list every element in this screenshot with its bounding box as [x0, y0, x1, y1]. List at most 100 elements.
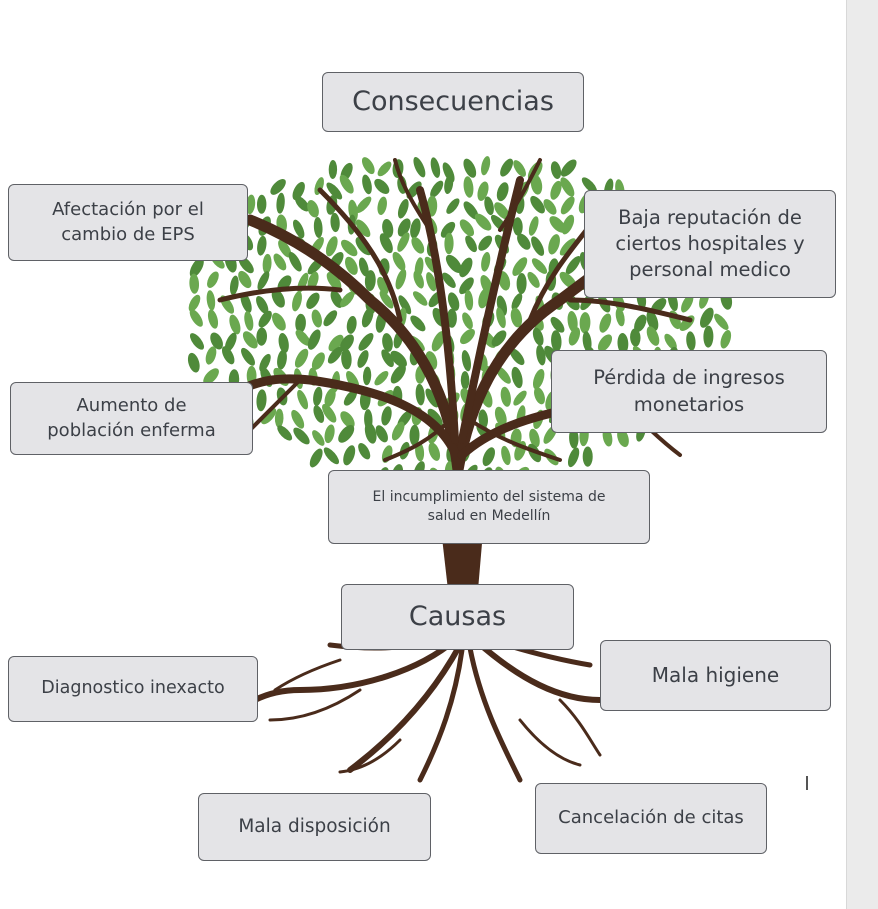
leaf-230: [496, 307, 506, 329]
leaf-396: [375, 425, 388, 443]
leaf-341: [297, 389, 309, 410]
leaf-296: [536, 344, 546, 366]
leaf-103: [465, 235, 477, 253]
leaf-55: [560, 196, 575, 215]
leaf-53: [530, 195, 545, 214]
leaf-100: [411, 237, 425, 254]
leaf-199: [511, 293, 523, 310]
leaf-162: [426, 272, 437, 292]
leaf-192: [398, 295, 412, 315]
leaf-393: [324, 424, 335, 444]
leaf-286: [357, 350, 369, 368]
leaf-423: [501, 445, 511, 466]
leaf-391: [293, 427, 310, 445]
leaf-33: [581, 177, 597, 194]
leaf-11: [513, 160, 526, 177]
leaf-209: [681, 294, 694, 313]
leaf-412: [309, 448, 323, 468]
cause-poor-hygiene: Mala higiene: [600, 640, 831, 711]
leaf-405: [529, 428, 540, 448]
leaf-414: [343, 445, 356, 466]
leaf-275: [720, 330, 732, 349]
leaf-213: [207, 309, 219, 329]
leaf-21: [374, 178, 390, 194]
leaf-0: [328, 160, 338, 179]
leaf-20: [362, 174, 372, 195]
leaf-9: [481, 156, 491, 176]
leaf-168: [527, 271, 540, 288]
leaf-38: [276, 192, 285, 214]
leaf-376: [427, 408, 443, 427]
consequences-heading: Consecuencias: [322, 72, 584, 132]
vertical-scrollbar[interactable]: [846, 0, 878, 909]
leaf-96: [341, 239, 358, 257]
leaf-156: [326, 271, 342, 290]
leaf-272: [664, 333, 677, 350]
leaf-348: [415, 383, 425, 406]
leaf-353: [500, 386, 511, 407]
leaf-255: [382, 333, 393, 352]
consequence-eps-change: Afectación por el cambio de EPS: [8, 184, 248, 261]
leaf-186: [292, 291, 302, 312]
leaf-127: [358, 257, 369, 277]
leaf-184: [256, 295, 269, 314]
leaf-187: [306, 292, 320, 309]
leaf-189: [340, 291, 355, 308]
leaf-193: [412, 291, 428, 306]
root-3: [467, 645, 523, 783]
branch-14: [383, 418, 452, 462]
leaf-13: [550, 161, 562, 179]
leaf-30: [530, 174, 543, 195]
leaf-2: [361, 157, 375, 175]
leaf-80: [549, 216, 566, 233]
leaf-270: [630, 328, 641, 347]
leaf-244: [189, 333, 205, 350]
leaf-66: [313, 217, 323, 238]
leaf-133: [459, 257, 473, 278]
cause-poor-disposition: Mala disposición: [198, 793, 431, 861]
leaf-324: [495, 366, 511, 384]
leaf-149: [207, 271, 219, 288]
leaf-369: [313, 405, 325, 423]
leaf-71: [397, 218, 411, 237]
leaf-326: [532, 368, 545, 390]
leaf-167: [516, 273, 527, 294]
leaf-419: [428, 442, 441, 461]
leaf-67: [330, 212, 340, 233]
leaf-239: [646, 310, 659, 331]
leaf-160: [395, 268, 407, 290]
branch-6: [317, 187, 403, 323]
cause-inaccurate-diagnosis: Diagnostico inexacto: [8, 656, 258, 722]
leaf-262: [491, 330, 507, 347]
leaf-395: [364, 422, 377, 444]
leaf-222: [361, 307, 374, 328]
leaf-122: [273, 253, 287, 271]
leaf-282: [294, 348, 309, 368]
leaf-217: [272, 312, 286, 331]
leaf-253: [340, 334, 354, 352]
leaf-43: [356, 196, 372, 213]
leaf-72: [410, 218, 421, 239]
leaf-274: [703, 325, 714, 348]
leaf-28: [496, 182, 509, 202]
cause-appointment-cancellation: Cancelación de citas: [535, 783, 767, 854]
leaf-271: [646, 326, 660, 346]
leaf-246: [224, 332, 237, 352]
leaf-279: [241, 347, 255, 366]
leaf-137: [531, 258, 548, 274]
leaf-25: [444, 174, 454, 195]
leaf-394: [338, 425, 355, 443]
leaf-10: [500, 158, 514, 177]
leaf-238: [634, 314, 647, 332]
leaf-51: [494, 202, 510, 220]
leaf-295: [509, 348, 525, 366]
leaf-180: [188, 294, 201, 312]
leaf-19: [339, 174, 354, 194]
leaf-237: [615, 307, 625, 327]
leaf-37: [256, 194, 267, 214]
leaf-152: [257, 271, 270, 291]
leaf-379: [478, 409, 488, 429]
leaf-91: [257, 235, 267, 256]
leaf-40: [307, 200, 319, 218]
leaf-233: [550, 316, 565, 333]
